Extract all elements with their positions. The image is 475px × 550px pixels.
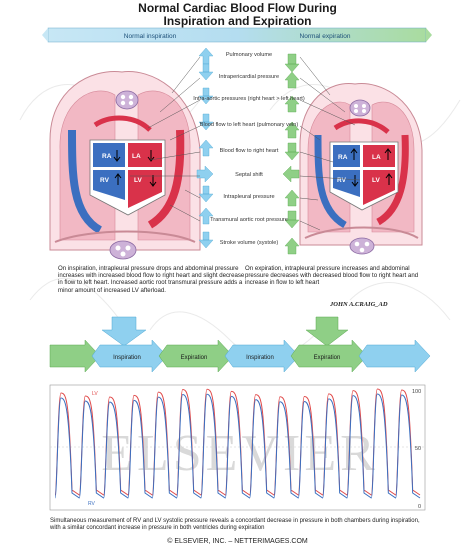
label-stroke-volume: Stroke volume (systole) [220, 240, 279, 246]
arrow-intrapleural-insp [198, 185, 214, 203]
middle-labels: Pulmonary volume Intrapericardial pressu… [193, 52, 305, 246]
phase-label-1: Inspiration [113, 355, 141, 361]
arrow-intrapleural-exp [284, 189, 300, 207]
caption-expiration: On expiration, intrapleural pressure inc… [245, 265, 419, 287]
phase-expiration-1 [158, 339, 234, 373]
arrow-right-heart-flow-exp [284, 142, 300, 161]
arrow-septal-shift-exp [282, 165, 300, 183]
phase-label-4: Expiration [314, 355, 341, 361]
title-line-1: Normal Cardiac Blood Flow During [138, 1, 337, 15]
pressure-tracing: ELSEVIER 100 50 0 RV LV [49, 384, 426, 511]
arrow-pulmonary-volume-exp [284, 53, 300, 73]
inspiration-la-label: LA [132, 153, 141, 160]
inspiration-rv-label: RV [100, 177, 110, 184]
arrow-stroke-volume-exp [284, 237, 300, 255]
header-left-label: Normal inspiration [124, 33, 177, 40]
expiration-ra-label: RA [338, 154, 348, 161]
arrow-transmural-exp [284, 210, 300, 229]
phase-label-3: Inspiration [246, 355, 274, 361]
arrow-left-heart-flow-exp [284, 121, 300, 139]
header-right-label: Normal expiration [300, 33, 351, 40]
rv-trace-label: RV [88, 501, 96, 507]
phase-expiration-2 [290, 339, 368, 373]
thorax-inspiration: RA LA RV LV [49, 71, 201, 260]
inspiration-lv-label: LV [134, 177, 142, 184]
header-bar [42, 27, 432, 43]
rv-pressure-trace [54, 393, 421, 499]
label-intra-aortic: Intra-aortic pressures (right heart > le… [193, 96, 305, 102]
label-left-heart-flow: Blood flow to left heart (pulmonary vein… [200, 122, 299, 128]
phase-inspiration-2 [224, 339, 300, 373]
bottom-caption: Simultaneous measurement of RV and LV sy… [50, 518, 420, 531]
label-transmural-aortic: Transmural aortic root pressure [210, 217, 288, 223]
title-line-2: Inspiration and Expiration [163, 14, 312, 28]
arrow-intraaortic-exp [284, 95, 300, 113]
inspiration-arrow-column [196, 47, 214, 249]
y-label-100: 100 [412, 389, 421, 395]
lv-pressure-trace [54, 388, 421, 496]
label-pulmonary-volume: Pulmonary volume [226, 52, 272, 58]
elsevier-watermark: ELSEVIER [101, 425, 379, 482]
arrow-stroke-volume-insp [198, 231, 214, 249]
artist-signature: JOHN A.CRAIG_AD [329, 301, 388, 308]
arrow-left-heart-flow-insp [198, 113, 214, 131]
arrow-septal-shift-insp [196, 165, 214, 183]
inspiration-down-arrow [101, 316, 147, 347]
expiration-rv-label: RV [337, 177, 347, 184]
copyright-footer: © ELSEVIER, INC. – NETTERIMAGES.COM [167, 538, 308, 545]
thorax-expiration: RA LA RV LV [299, 83, 423, 255]
phase-inspiration-1 [91, 339, 168, 373]
y-label-0: 0 [418, 504, 421, 510]
arrow-right-heart-flow-insp [198, 139, 214, 157]
phase-label-2: Expiration [181, 355, 208, 361]
arrow-transmural-insp [198, 207, 214, 225]
caption-inspiration: On inspiration, intrapleural pressure dr… [58, 265, 245, 294]
expiration-arrow-column [282, 53, 300, 255]
arrow-intrapericardial-exp [284, 71, 300, 89]
diagram-title: Normal Cardiac Blood Flow During Inspira… [0, 2, 475, 28]
leader-lines [130, 56, 361, 231]
expiration-la-label: LA [372, 154, 381, 161]
y-label-50: 50 [415, 446, 421, 452]
label-right-heart-flow: Blood flow to right heart [220, 148, 279, 154]
lv-trace-label: LV [92, 391, 98, 397]
expiration-lv-label: LV [372, 177, 380, 184]
label-septal-shift: Septal shift [235, 172, 263, 178]
label-intrapericardial: Intrapericardial pressure [219, 74, 279, 80]
respiration-phase-band: Inspiration Expiration Inspiration Expir… [49, 316, 431, 373]
label-intrapleural: Intrapleural pressure [223, 194, 274, 200]
inspiration-ra-label: RA [102, 153, 112, 160]
expiration-down-arrow [305, 316, 349, 347]
arrow-pulmonary-volume-insp [198, 47, 214, 65]
arrow-intraaortic-insp [198, 87, 214, 105]
arrow-intrapericardial-insp [198, 63, 214, 81]
